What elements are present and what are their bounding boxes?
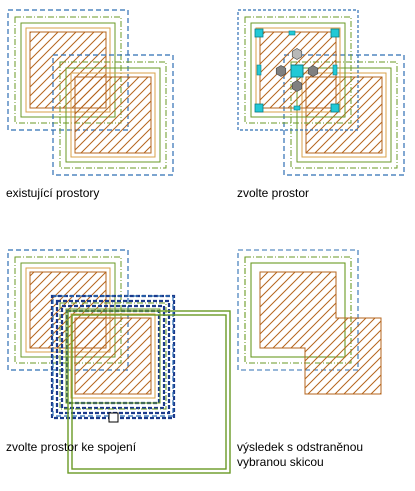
hatched-space-core — [74, 317, 152, 395]
green-boundary-line — [290, 61, 398, 169]
grip-hexagon-icon — [291, 80, 303, 92]
outer-boundary-line — [283, 54, 405, 176]
caption-line: existující prostory — [6, 186, 100, 200]
grip-square-icon — [290, 64, 304, 78]
inner-offset-line — [70, 72, 156, 158]
selection-frame-line — [60, 304, 166, 410]
caption-line: zvolte prostor ke spojení — [6, 440, 137, 454]
green-offset-line — [71, 314, 227, 470]
inner-offset-line — [301, 72, 387, 158]
grip-hexagon-icon — [307, 65, 319, 77]
grip-bar-icon — [288, 30, 296, 36]
grip-hexagon-icon — [275, 65, 287, 77]
grip-bar-icon — [293, 105, 301, 111]
grip-square-icon — [254, 103, 264, 113]
green-boundary-line — [59, 302, 167, 410]
green-boundary-line — [59, 61, 167, 169]
panel-select-space — [237, 9, 405, 176]
outer-boundary-line — [237, 9, 359, 131]
panel-select-space-to-join — [7, 249, 231, 474]
caption-result: výsledek s odstraněnou vybranou skicou — [237, 440, 363, 470]
panel-existing-spaces — [7, 9, 174, 176]
merged-hatched-space — [259, 271, 382, 395]
outer-boundary-line — [237, 249, 359, 371]
green-offset-line — [250, 22, 346, 118]
hatched-space-core — [74, 76, 152, 154]
panel-result — [237, 249, 382, 395]
caption-select-space: zvolte prostor — [237, 186, 309, 201]
green-boundary-line — [244, 256, 352, 364]
green-offset-line — [20, 22, 116, 118]
green-offset-line — [250, 262, 346, 358]
grip-square-icon — [330, 103, 340, 113]
inner-offset-line — [70, 313, 156, 399]
caption-line: vybranou skicou — [237, 455, 324, 469]
grip-bar-icon — [256, 64, 262, 76]
inner-offset-line — [255, 27, 341, 113]
grip-hexagon-icon — [291, 48, 303, 60]
grip-square-icon — [254, 28, 264, 38]
grip-square-icon — [108, 412, 119, 423]
caption-existing-spaces: existující prostory — [6, 186, 99, 201]
grip-square-icon — [330, 28, 340, 38]
green-offset-line — [67, 310, 231, 474]
green-boundary-line — [244, 16, 352, 124]
green-offset-line — [65, 308, 161, 404]
caption-line: zvolte prostor — [237, 186, 310, 200]
grip-bar-icon — [332, 64, 338, 76]
inner-offset-line — [25, 27, 111, 113]
outer-boundary-line — [52, 54, 174, 176]
caption-select-space-to-join: zvolte prostor ke spojení — [6, 440, 136, 455]
green-boundary-line — [14, 16, 122, 124]
green-offset-line — [65, 67, 161, 163]
caption-line: výsledek s odstraněnou — [237, 440, 364, 454]
outer-boundary-line — [7, 9, 129, 131]
green-offset-line — [296, 67, 392, 163]
